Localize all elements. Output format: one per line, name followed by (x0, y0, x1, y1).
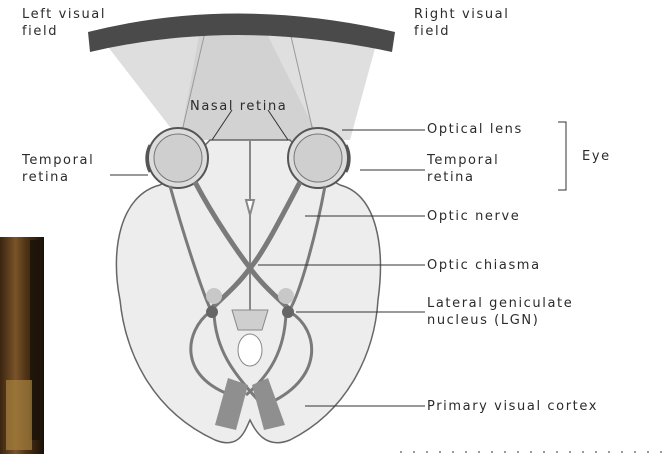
left-visual-field-label: Left visual field (22, 6, 106, 40)
optic-nerve-label: Optic nerve (427, 208, 520, 225)
left-eye (147, 128, 208, 188)
optic-chiasma-label: Optic chiasma (427, 257, 541, 274)
temporal-retina-right-line2: retina (427, 169, 499, 186)
temporal-retina-left-label: Temporal retina (22, 152, 94, 186)
brain-outline (116, 140, 380, 443)
right-visual-field-label: Right visual field (414, 6, 509, 40)
temporal-retina-left-line2: retina (22, 169, 94, 186)
temporal-retina-left-line1: Temporal (22, 152, 94, 169)
left-visual-field-line2: field (22, 23, 106, 40)
left-visual-field-line1: Left visual (22, 6, 106, 23)
primary-visual-cortex-label: Primary visual cortex (427, 398, 598, 415)
temporal-retina-right-label: Temporal retina (427, 152, 499, 186)
nasal-retina-label: Nasal retina (190, 98, 287, 115)
lgn-label: Lateral geniculate nucleus (LGN) (427, 295, 573, 329)
visual-field-cones (95, 30, 380, 140)
right-visual-field-line1: Right visual (414, 6, 509, 23)
right-visual-field-line2: field (414, 23, 509, 40)
lgn-line1: Lateral geniculate (427, 295, 573, 312)
optical-lens-label: Optical lens (427, 121, 523, 138)
right-eye (288, 128, 349, 188)
eye-label: Eye (582, 148, 611, 165)
lgn-line2: nucleus (LGN) (427, 312, 573, 329)
photo-fragment (0, 237, 44, 454)
temporal-retina-right-line1: Temporal (427, 152, 499, 169)
